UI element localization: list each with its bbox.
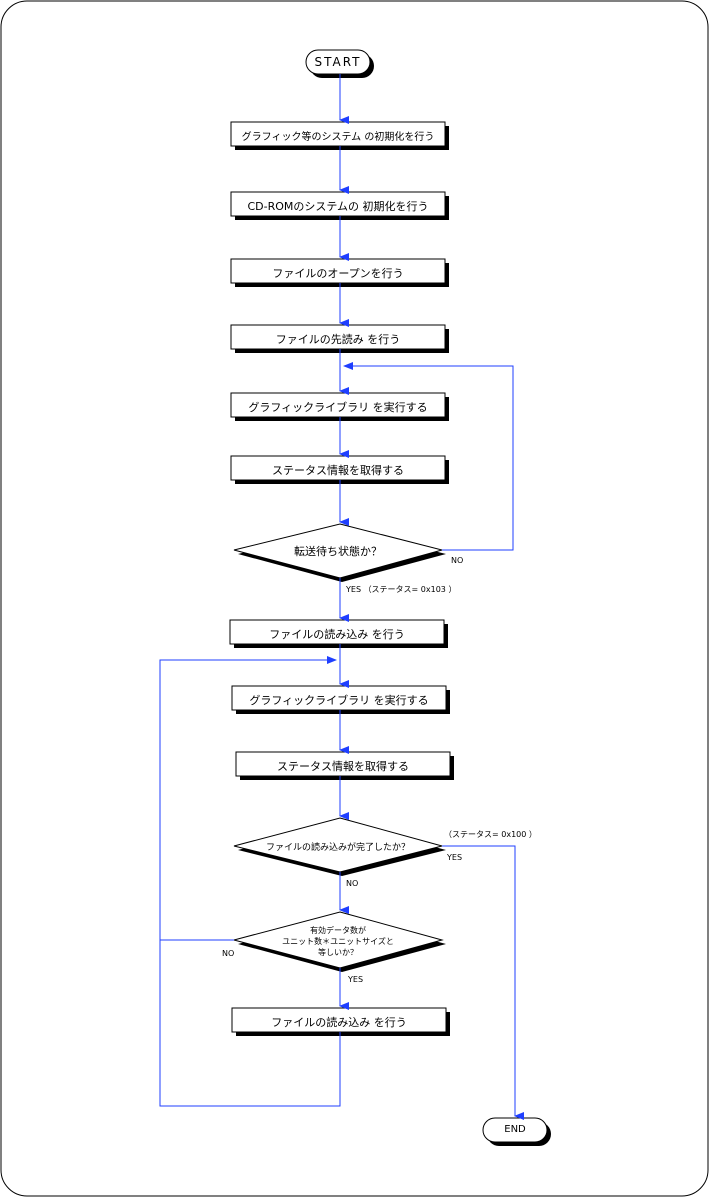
decision-valid-data bbox=[232, 911, 446, 972]
process-box-3 bbox=[230, 258, 449, 287]
connector-no-loop-1 bbox=[343, 362, 514, 551]
step-9-label: ステータス情報を取得する bbox=[277, 760, 409, 773]
start-label: START bbox=[314, 55, 362, 69]
decision-read-complete-label: ファイルの読み込みが完了したか？ bbox=[265, 843, 410, 853]
process-box-9 bbox=[235, 751, 454, 780]
process-box-1 bbox=[230, 121, 449, 150]
step-8-label: グラフィックライブラリ を実行する bbox=[249, 694, 429, 707]
step-2-label: CD-ROMのシステムの 初期化を行う bbox=[247, 200, 429, 213]
process-box-7 bbox=[229, 619, 448, 648]
decision-valid-data-line2: ユニット数＊ユニットサイズと bbox=[282, 937, 394, 946]
step-1-label: グラフィック等のシステム の初期化を行う bbox=[241, 132, 435, 143]
branch-no-3: NO bbox=[222, 949, 235, 958]
branch-no-2: NO bbox=[346, 879, 359, 888]
process-box-10 bbox=[231, 1007, 450, 1036]
process-box-6 bbox=[230, 455, 449, 484]
step-10-label: ファイルの読み込み を行う bbox=[271, 1016, 407, 1029]
decision-valid-data-line3: 等しいか？ bbox=[318, 948, 358, 957]
branch-yes-1: YES （ステータス= 0x103 ） bbox=[346, 585, 457, 594]
step-7-label: ファイルの読み込み を行う bbox=[269, 628, 405, 641]
connectors bbox=[159, 74, 524, 1120]
process-box-5 bbox=[230, 392, 449, 421]
decision-valid-data-line1: 有効データ数が bbox=[310, 926, 366, 935]
step-5-label: グラフィックライブラリ を実行する bbox=[248, 401, 428, 414]
process-box-4 bbox=[230, 324, 449, 353]
process-box-2 bbox=[230, 191, 449, 220]
step-4-label: ファイルの先読み を行う bbox=[275, 333, 401, 346]
connector-yes-to-end bbox=[442, 845, 524, 1120]
connector-loop-bottom bbox=[159, 656, 341, 1107]
process-box-8 bbox=[231, 685, 450, 714]
branch-yes-3: YES bbox=[348, 975, 364, 984]
branch-status-100: （ステータス= 0x100 ） bbox=[444, 830, 537, 839]
branch-no-1: NO bbox=[451, 556, 464, 565]
start-terminator bbox=[305, 49, 374, 78]
end-label: END bbox=[504, 1124, 526, 1135]
decision-transfer-wait-label: 転送待ち状態か？ bbox=[294, 545, 382, 558]
step-6-label: ステータス情報を取得する bbox=[272, 464, 404, 477]
branch-yes-2: YES bbox=[447, 853, 463, 862]
step-3-label: ファイルのオープンを行う bbox=[272, 267, 404, 280]
process-boxes bbox=[229, 121, 454, 1036]
